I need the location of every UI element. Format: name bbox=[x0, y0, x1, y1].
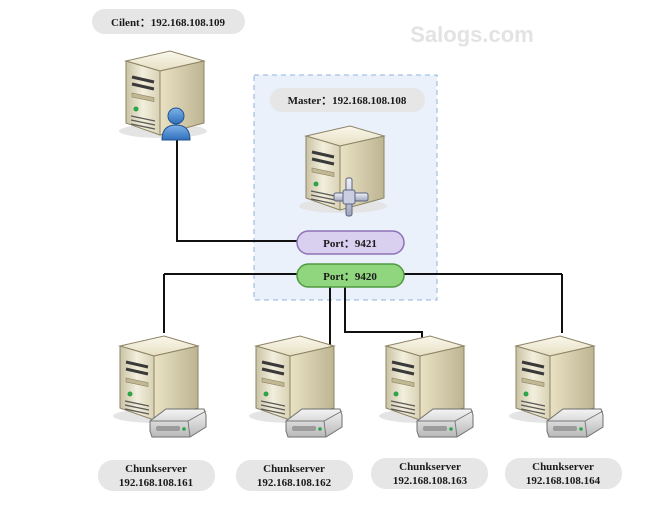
chunkserver-164-name: Chunkserver bbox=[532, 461, 594, 473]
master-label: Master：192.168.108.108 bbox=[288, 95, 407, 107]
chunkserver-161-name: Chunkserver bbox=[125, 463, 187, 475]
client-label-pill bbox=[92, 9, 245, 34]
port-9421-pill bbox=[296, 230, 405, 255]
link-chunkserver-163 bbox=[344, 274, 423, 340]
chunkserver-163-name: Chunkserver bbox=[399, 461, 461, 473]
chunkserver-164-label-pill bbox=[505, 458, 622, 489]
master-label-pill bbox=[270, 88, 425, 112]
port-9421-label: Port：9421 bbox=[323, 238, 377, 250]
port-9420-label: Port：9420 bbox=[323, 271, 377, 283]
client-to-port-9421-line bbox=[176, 140, 298, 242]
user-icon bbox=[161, 107, 191, 141]
chunkserver-162-name: Chunkserver bbox=[263, 463, 325, 475]
chunkserver-162-label-pill bbox=[236, 460, 353, 491]
chunkserver-162-ip: 192.168.108.162 bbox=[257, 477, 332, 489]
watermark-text: Salogs.com bbox=[410, 22, 533, 47]
chunkserver-163-label-pill bbox=[371, 458, 488, 489]
port-9420-pill bbox=[296, 263, 405, 288]
chunkserver-163-ip: 192.168.108.163 bbox=[393, 475, 468, 487]
chunkserver-161-ip: 192.168.108.161 bbox=[119, 477, 193, 489]
client-server-icon bbox=[117, 49, 209, 140]
chunkserver-161-label-pill bbox=[98, 460, 215, 491]
client-label: Cilent：192.168.108.109 bbox=[111, 17, 225, 29]
chunkserver-164-ip: 192.168.108.164 bbox=[526, 475, 601, 487]
master-hub-icon bbox=[333, 177, 369, 217]
